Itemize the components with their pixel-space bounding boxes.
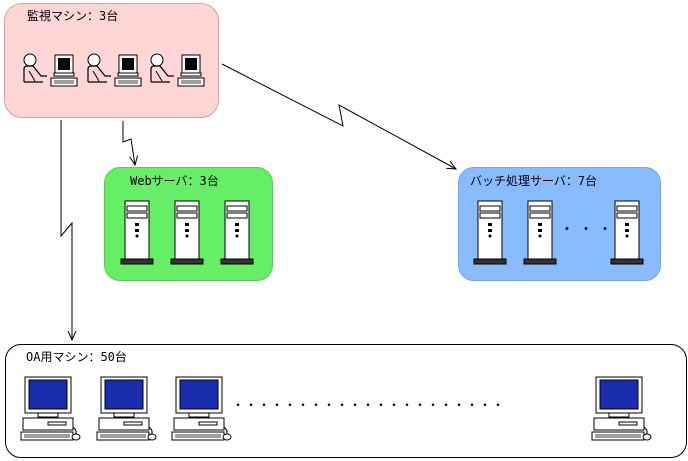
operator-workstation-icon xyxy=(150,53,205,87)
monitor-to-oa-line xyxy=(60,120,72,340)
web-group-label: Webサーバ：3台 xyxy=(130,174,219,188)
oa-ellipsis: ・・・・・・・・・・・・・・・・・・・・・ xyxy=(232,398,506,412)
monitor-to-web-line xyxy=(122,121,135,165)
batch-group-label: バッチ処理サーバ：7台 xyxy=(470,174,598,188)
batch-ellipsis: ・・・ xyxy=(560,222,617,238)
server-tower-icon xyxy=(610,200,644,265)
monitor-to-batch-line xyxy=(221,63,456,169)
server-tower-icon xyxy=(473,200,507,265)
operator-workstation-icon xyxy=(87,53,142,87)
operator-workstation-icon xyxy=(23,53,78,87)
monitor-group-label: 監視マシン：3台 xyxy=(27,9,119,23)
desktop-pc-icon xyxy=(591,376,652,441)
desktop-pc-icon xyxy=(171,376,232,441)
server-tower-icon xyxy=(170,200,204,265)
desktop-pc-icon xyxy=(96,376,157,441)
server-tower-icon xyxy=(120,200,154,265)
server-tower-icon xyxy=(523,200,557,265)
desktop-pc-icon xyxy=(20,376,81,441)
server-tower-icon xyxy=(220,200,254,265)
oa-group-label: OA用マシン：50台 xyxy=(26,350,127,364)
